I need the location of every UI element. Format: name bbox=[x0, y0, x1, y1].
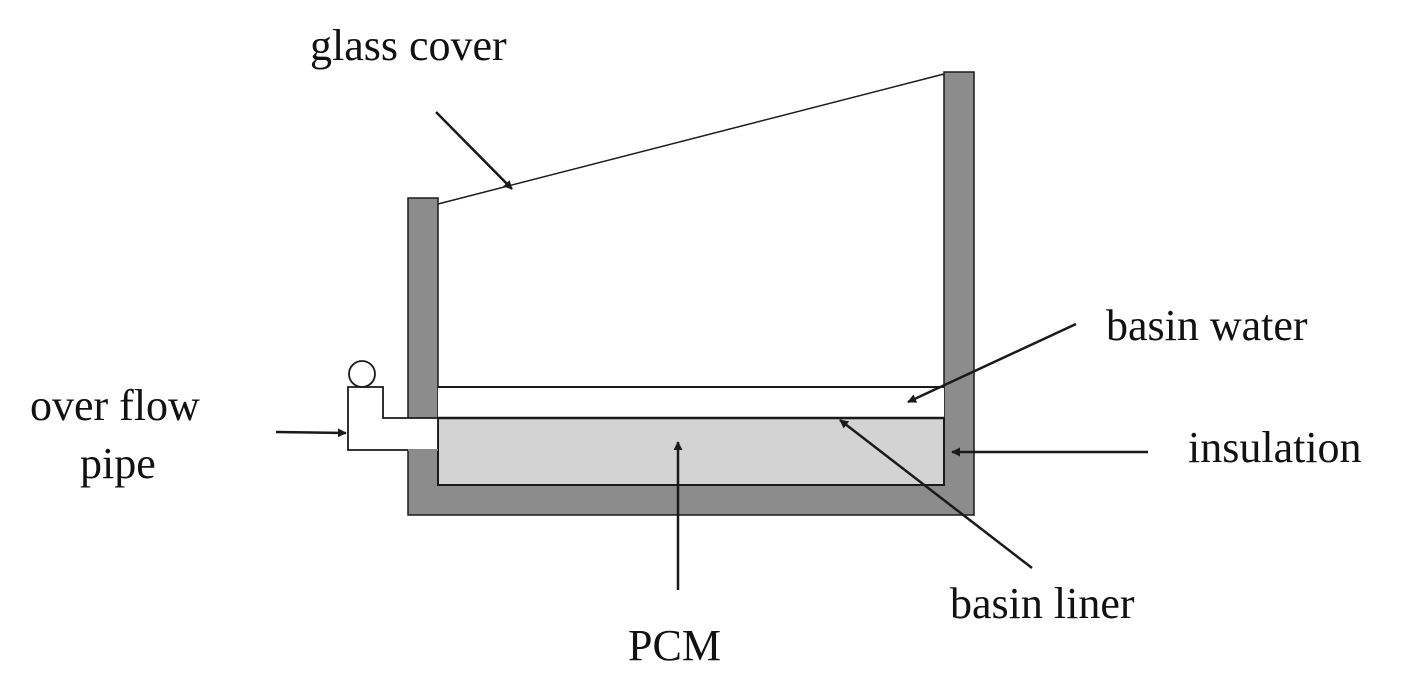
arrow-basin-liner bbox=[839, 419, 1033, 569]
label-pcm: PCM bbox=[628, 621, 721, 670]
arrow-basin-water bbox=[907, 322, 1077, 404]
insulation-casing bbox=[407, 71, 975, 516]
arrow-over-flow-pipe bbox=[275, 428, 347, 438]
label-insulation: insulation bbox=[1188, 423, 1362, 472]
pcm-layer bbox=[437, 417, 945, 486]
glass-cover bbox=[437, 73, 945, 205]
label-basin-liner: basin liner bbox=[950, 579, 1135, 628]
label-basin-water: basin water bbox=[1106, 301, 1308, 350]
label-glass-cover: glass cover bbox=[310, 21, 507, 70]
label-pipe: pipe bbox=[80, 439, 156, 488]
basin-water bbox=[438, 387, 944, 418]
arrow-glass-cover bbox=[435, 111, 513, 190]
overflow-pipe-cap-icon bbox=[348, 360, 376, 388]
label-over-flow: over flow bbox=[30, 381, 200, 430]
